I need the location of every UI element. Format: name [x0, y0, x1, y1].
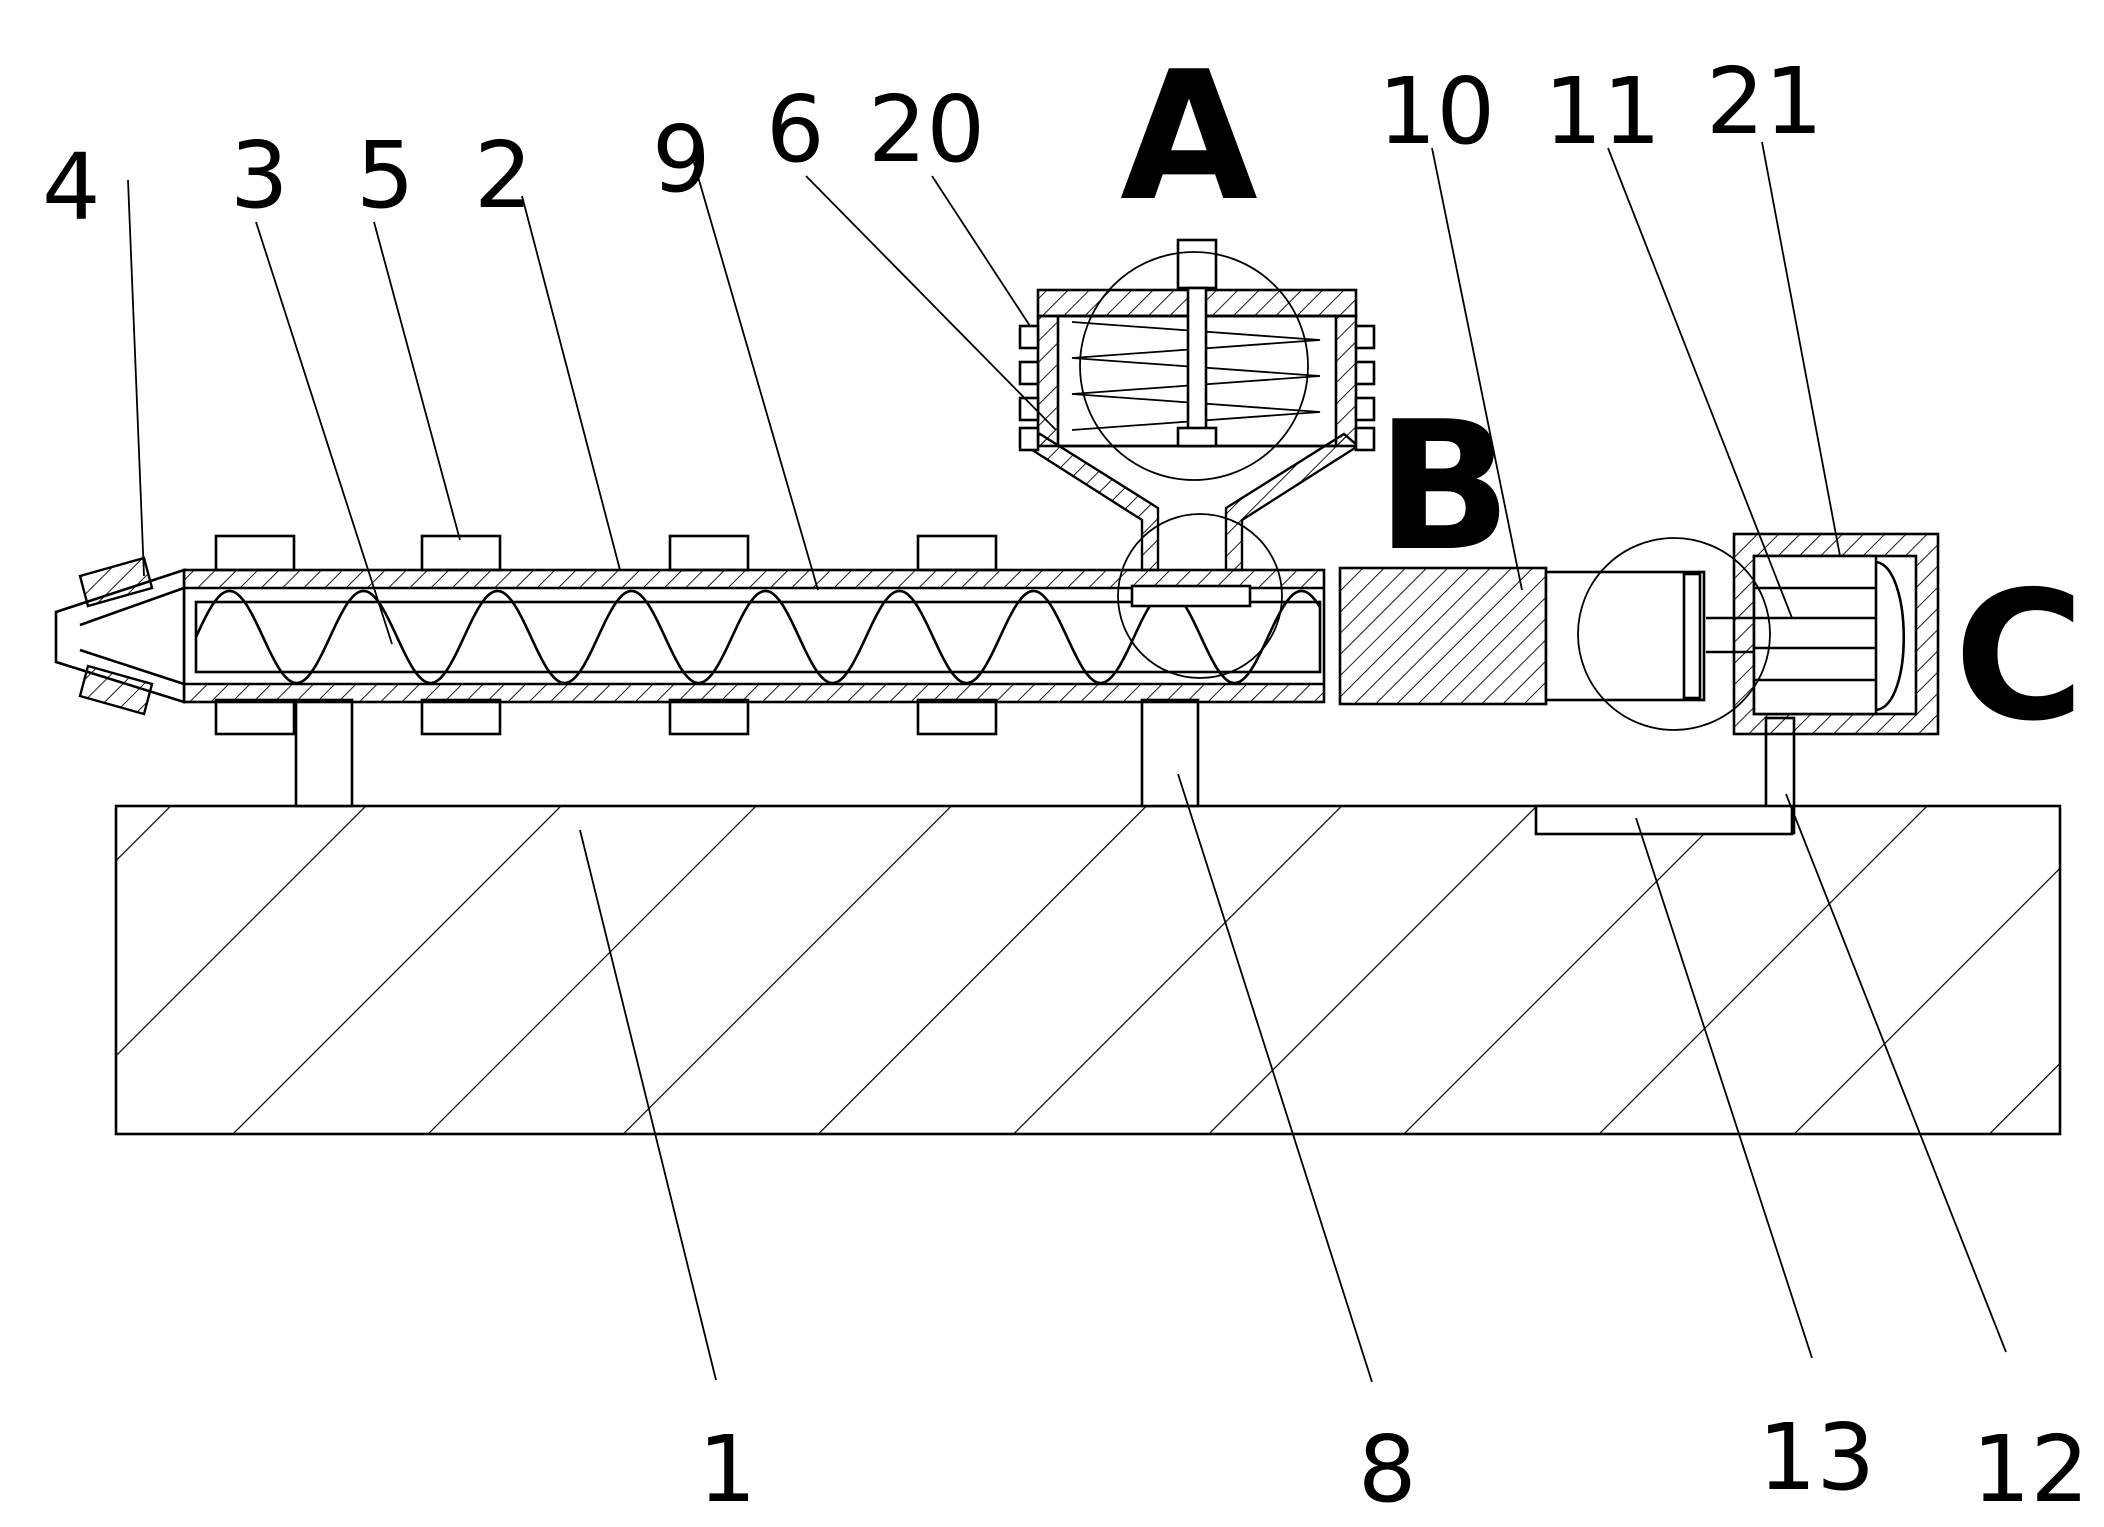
section-label-c: C [1954, 553, 2085, 760]
hopper-spring-box [1018, 238, 1376, 452]
detail-circles [1079, 251, 1771, 731]
label-9: 9 [652, 106, 711, 213]
label-13: 13 [1758, 1404, 1875, 1511]
rear-shaft-housing [1338, 566, 1754, 706]
label-21: 21 [1706, 48, 1823, 155]
label-8: 8 [1358, 1416, 1417, 1522]
leader-lines [127, 141, 2007, 1383]
label-11: 11 [1544, 58, 1661, 165]
label-20: 20 [868, 76, 985, 183]
nozzle [54, 556, 186, 716]
motor-box [1732, 532, 1940, 736]
section-label-a: A [1120, 33, 1258, 240]
label-4: 4 [42, 134, 101, 241]
label-1: 1 [698, 1416, 757, 1522]
label-12: 12 [1972, 1416, 2089, 1522]
part-labels: 4 3 5 2 9 6 20 10 11 21 1 8 13 12 [42, 48, 2089, 1523]
label-2: 2 [474, 122, 533, 229]
section-labels: A B C [1120, 33, 2085, 760]
section-label-b: B [1376, 383, 1512, 590]
label-5: 5 [356, 122, 415, 229]
label-3: 3 [230, 122, 289, 229]
label-10: 10 [1378, 58, 1495, 165]
base-block [114, 804, 2062, 1136]
label-6: 6 [766, 76, 825, 183]
screw-flight [194, 589, 1322, 685]
